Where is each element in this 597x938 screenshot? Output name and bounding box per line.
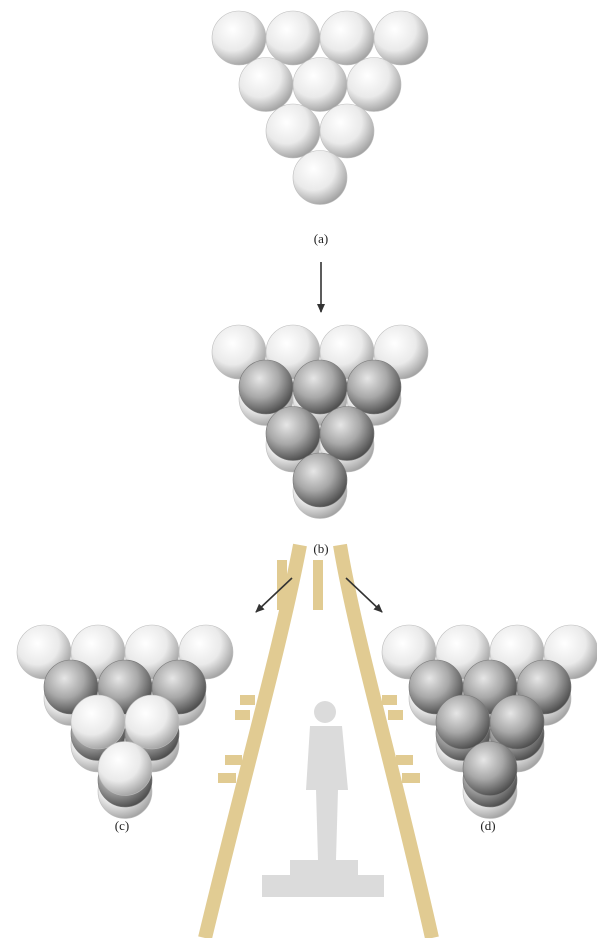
label-c: (c) [115, 818, 129, 833]
sphere-a-layer1-row4-1 [292, 150, 348, 205]
sphere-c-layer3-row2-1 [97, 741, 153, 796]
sphere-b-layer2-row1-1 [238, 359, 294, 415]
sphere-a-layer1-row3-1 [265, 103, 321, 159]
sphere-a-layer1-row1-3 [319, 10, 375, 66]
sphere-a-layer1-row2-2 [292, 57, 348, 112]
sphere-b-layer2-row3-1 [292, 452, 348, 508]
university-seal-icon [198, 543, 439, 938]
sphere-c-layer3-row1-1 [70, 694, 126, 750]
sphere-a-layer1-row2-3 [346, 57, 402, 112]
sphere-b-layer2-row1-2 [292, 359, 348, 415]
sphere-a-layer1-row3-2 [319, 103, 375, 159]
label-d: (d) [480, 818, 495, 833]
sphere-a-layer1-row1-4 [373, 10, 429, 66]
label-a: (a) [314, 231, 328, 246]
label-b: (b) [313, 541, 328, 556]
sphere-d-layer3-row1-2 [489, 694, 545, 750]
sphere-b-layer2-row1-3 [346, 359, 402, 415]
panel-d-three-layers-aba [381, 624, 597, 819]
sphere-a-layer1-row1-1 [211, 10, 267, 66]
panel-b-two-layers [211, 324, 429, 519]
sphere-c-layer3-row1-2 [124, 694, 180, 750]
sphere-d-layer3-row2-1 [462, 741, 518, 796]
arrow-b-to-d [345, 577, 383, 613]
sphere-b-layer2-row2-2 [319, 406, 375, 461]
sphere-b-layer2-row2-1 [265, 406, 321, 461]
sphere-a-layer1-row2-1 [238, 57, 294, 112]
panel-a-layer1 [211, 10, 429, 205]
sphere-a-layer1-row1-2 [265, 10, 321, 66]
arrow-b-to-c [255, 577, 293, 613]
panel-c-three-layers-abc [16, 624, 234, 819]
sphere-d-layer3-row1-1 [435, 694, 491, 750]
